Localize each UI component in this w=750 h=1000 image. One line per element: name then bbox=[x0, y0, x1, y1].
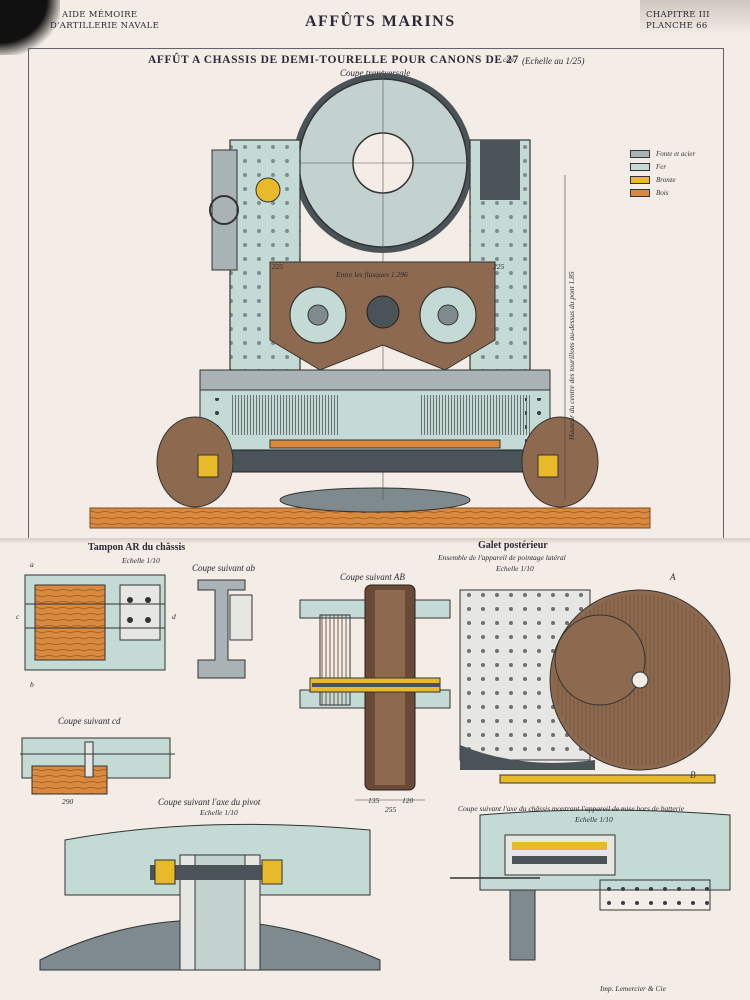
imprint: Imp. Lemercier & Cie bbox=[600, 984, 666, 993]
legend-swatch bbox=[630, 189, 650, 197]
right-flask bbox=[469, 139, 531, 371]
galet-subtitle: Ensemble de l'appareil de pointage latér… bbox=[438, 553, 566, 562]
legend-item-bois: Bois bbox=[630, 189, 668, 197]
legend-label: Fer bbox=[656, 163, 667, 171]
header-left-line1: AIDE MÉMOIRE bbox=[62, 10, 138, 20]
tampon-label-d: d bbox=[172, 612, 176, 621]
legend-label: Fonte et acier bbox=[656, 150, 696, 158]
tampon-label-c: c bbox=[16, 612, 20, 621]
dim-left: 225 bbox=[272, 262, 284, 271]
coupe-AB-dim3: 255 bbox=[385, 805, 397, 814]
header-left-line2: D'ARTILLERIE NAVALE bbox=[50, 21, 160, 31]
header-plate: PLANCHE 66 bbox=[646, 21, 708, 31]
coupe-cd-dim: 290 bbox=[62, 797, 74, 806]
tampon-scale: Echelle 1/10 bbox=[122, 556, 160, 565]
tampon-label-a: a bbox=[30, 560, 34, 569]
chassis-scale: Echelle 1/10 bbox=[575, 815, 613, 824]
coupe-AB-dim2: 120 bbox=[402, 796, 414, 805]
legend-label: Bois bbox=[656, 189, 669, 197]
main-view-label: Coupe transversale bbox=[340, 68, 411, 78]
galet-drawing bbox=[459, 589, 731, 784]
plate-subtitle-unit: c/m bbox=[503, 55, 514, 64]
legend-label: Bronze bbox=[656, 176, 676, 184]
coupe-AB-title: Coupe suivant AB bbox=[340, 572, 405, 582]
coupe-ab-drawing bbox=[197, 579, 253, 679]
header-title: AFFÛTS MARINS bbox=[305, 13, 456, 30]
page-fold bbox=[0, 538, 750, 544]
tampon-label-b: b bbox=[30, 680, 34, 689]
dim-right: 225 bbox=[493, 262, 505, 271]
page-edge-shadow bbox=[640, 0, 750, 35]
gun-barrel-section bbox=[290, 70, 476, 500]
galet-scale: Echelle 1/10 bbox=[496, 564, 534, 573]
coupe-cd-drawing bbox=[20, 737, 175, 795]
chassis-title: Coupe suivant l'axe du châssis montrant … bbox=[458, 804, 685, 813]
coupe-ab-title: Coupe suivant ab bbox=[192, 563, 255, 573]
legend-item-bronze: Bronze bbox=[630, 176, 676, 184]
plate-subtitle: AFFÛT A CHASSIS DE DEMI-TOURELLE POUR CA… bbox=[148, 54, 519, 66]
chassis-axis-drawing bbox=[450, 809, 731, 961]
coupe-AB-dim1: 135 bbox=[368, 796, 380, 805]
dim-between-discs: Entre les flasques 1.296 bbox=[336, 270, 408, 279]
legend-swatch bbox=[630, 176, 650, 184]
coupe-AB-drawing bbox=[299, 584, 451, 801]
tampon-title: Tampon AR du châssis bbox=[88, 542, 186, 553]
binding-shadow bbox=[0, 0, 60, 55]
dim-height: Hauteur du centre des tourillons au-dess… bbox=[567, 271, 576, 440]
left-wheel bbox=[156, 416, 234, 508]
right-wheel bbox=[521, 416, 599, 508]
header-chapter: CHAPITRE III bbox=[646, 10, 710, 20]
galet-label-B: B bbox=[690, 770, 696, 780]
pivot-drawing bbox=[39, 823, 381, 971]
pivot-title: Coupe suivant l'axe du pivot bbox=[158, 797, 261, 807]
pivot-disc bbox=[279, 487, 471, 513]
legend-swatch bbox=[630, 163, 650, 171]
chassis-base bbox=[199, 369, 551, 473]
legend-swatch bbox=[630, 150, 650, 158]
legend-item-fonte: Fonte et acier bbox=[630, 150, 695, 158]
legend-item-fer: Fer bbox=[630, 163, 666, 171]
plate-scale: (Echelle au 1/25) bbox=[522, 56, 585, 66]
galet-title: Galet postérieur bbox=[478, 540, 548, 551]
trunnion-plate bbox=[269, 261, 496, 371]
coupe-cd-title: Coupe suivant cd bbox=[58, 716, 121, 726]
galet-label-A: A bbox=[670, 572, 676, 582]
pivot-scale: Echelle 1/10 bbox=[200, 808, 238, 817]
tampon-drawing bbox=[24, 574, 166, 671]
